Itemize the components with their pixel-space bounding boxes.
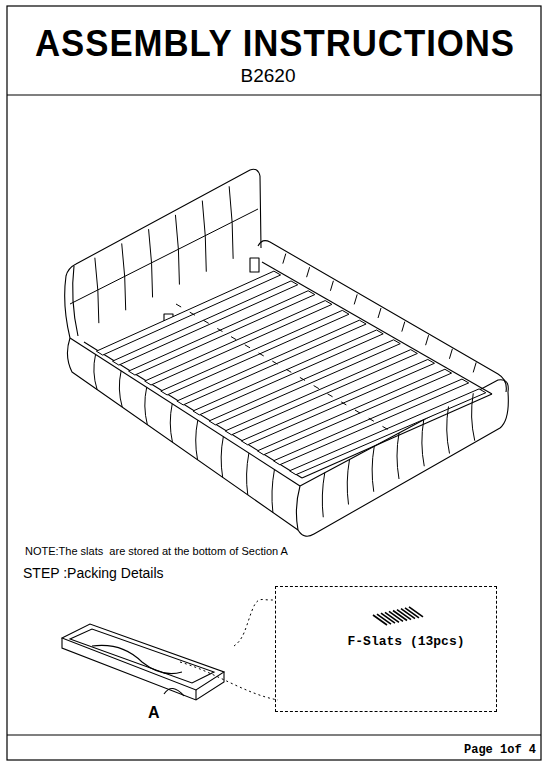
slat [257,369,451,455]
bed-details [70,186,486,517]
pad-seam [347,460,349,505]
slat [145,301,332,385]
centre-support [176,304,392,432]
right-rail-inner [262,262,492,394]
panel-drawing [52,612,234,724]
slat [96,271,280,355]
pad-seam [378,308,381,318]
header-rule [7,94,541,95]
pad-seam [449,349,452,359]
pad-seam [272,470,274,513]
pad-seam [473,362,476,372]
slat [113,281,298,365]
page-border [7,6,541,760]
panel-edge [195,690,196,700]
slat [193,330,383,415]
slat [225,350,417,435]
pad-seam [402,322,405,332]
pad-seam [422,420,424,467]
pad-seam [170,404,172,442]
pad-seam [322,473,324,518]
pad-seam [330,281,333,291]
slat-stroke [409,607,423,617]
front-rail-face [296,392,508,536]
slat [241,359,434,444]
bed-frame [65,169,509,536]
slat [177,320,366,405]
model-number: B2620 [241,66,296,87]
panel-recess [70,629,214,683]
slat [129,291,315,375]
panel-curve [164,688,184,696]
parts-box: F-Slats (13pcs) [275,586,497,712]
panel-a: A [52,612,234,724]
slat [161,310,349,395]
callout-line [234,599,275,646]
footer-rule [7,734,541,735]
pad-seam [472,393,475,441]
pad-seam [426,335,429,345]
pad-seam [119,371,122,407]
pad-seam [94,354,97,389]
pad-seam [447,407,450,454]
page-number: Page 1of 4 [464,744,536,757]
pad-seam [372,446,374,492]
pad-seam [196,420,198,460]
slat [290,389,486,475]
pad-seam [283,254,286,264]
slats-icon [369,597,429,627]
pad-seam [307,267,310,277]
tuft-seam [70,209,258,304]
page-title: ASSEMBLY INSTRUCTIONS [35,24,515,64]
slat [274,379,469,465]
panel-curve [92,645,182,673]
pad-seam [247,453,249,495]
pad-seam [354,294,357,304]
slat [209,340,400,425]
pad-seam [145,387,148,424]
pad-seam [221,437,223,478]
part-name: F-Slats (13pcs) [347,635,464,649]
note-text: NOTE:The slats are stored at the bottom … [25,545,288,557]
callout-line [180,662,278,700]
section-letter: A [148,704,160,722]
left-rail-top [70,338,300,486]
pad-seam [397,433,399,479]
bracket [250,258,259,272]
step-heading: STEP :Packing Details [23,566,164,581]
